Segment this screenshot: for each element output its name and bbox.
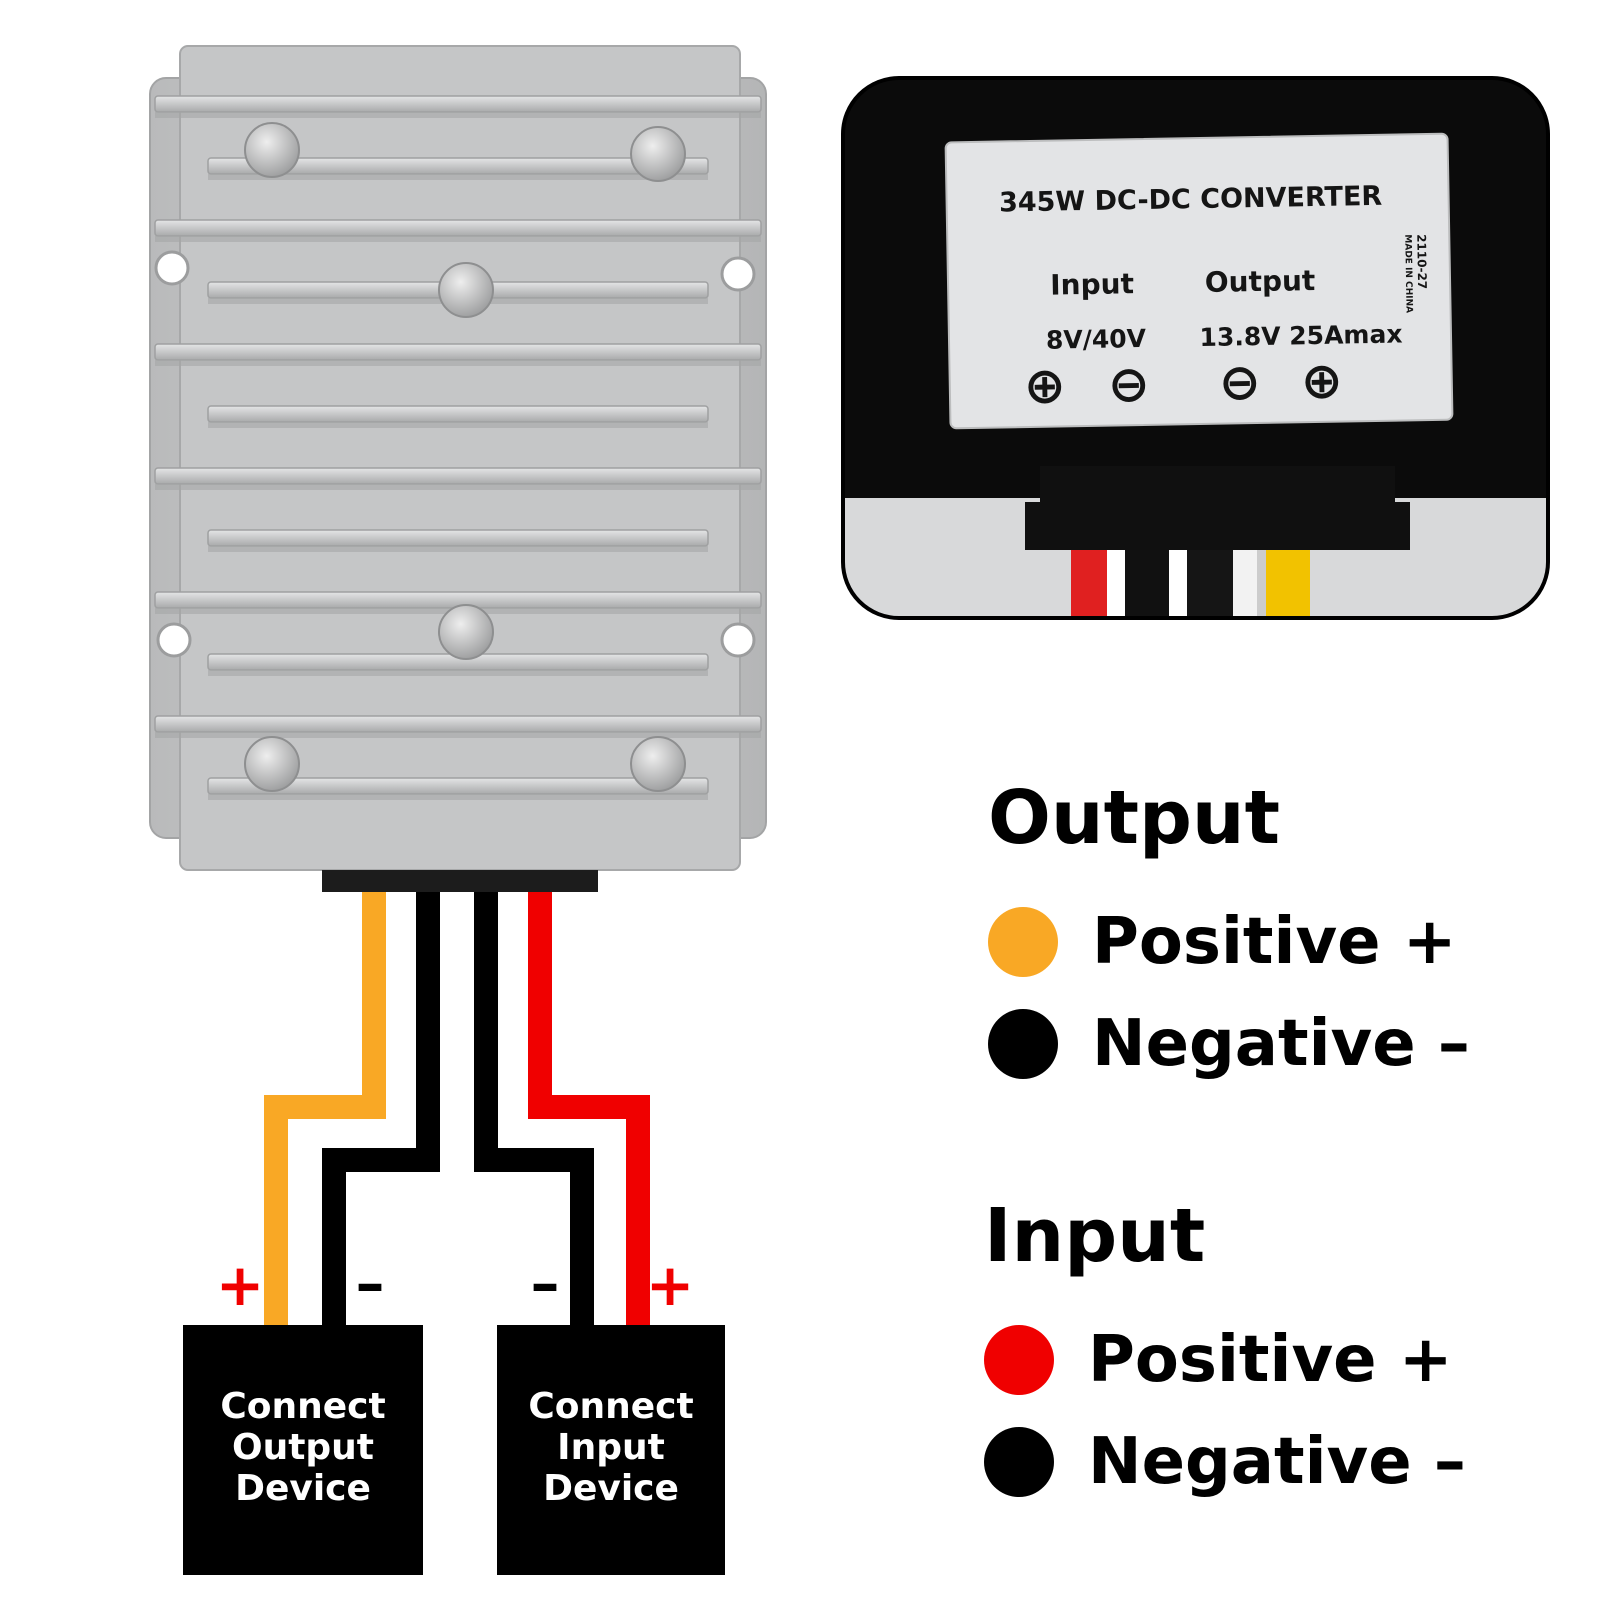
input-negative-dot: [984, 1427, 1054, 1497]
input-device-label: Connect Input Device: [497, 1386, 725, 1509]
output-legend-heading: Output: [988, 775, 1280, 861]
input-negative-row: Negative –: [984, 1422, 1466, 1502]
output-negative-row: Negative –: [988, 1004, 1470, 1084]
heatsink-fin: [207, 405, 709, 423]
heatsink-fins: [154, 95, 762, 800]
heatsink-fin: [207, 529, 709, 547]
input-plus-mark: +: [646, 1251, 695, 1319]
heatsink-fin-shadow: [208, 174, 708, 180]
label-terminal-symbol-4: ⊕: [1300, 352, 1343, 411]
label-terminal-symbol-3: ⊖: [1218, 353, 1261, 412]
product-label: [944, 132, 1454, 430]
label-output-spec: 13.8V 25Amax: [1199, 319, 1402, 352]
input-minus-mark: –: [531, 1249, 560, 1317]
output-legend: Output Positive + Negative –: [988, 778, 1470, 1084]
label-terminal-symbol-2: ⊖: [1107, 355, 1150, 414]
heatsink-fin: [154, 95, 762, 113]
output-negative-dot: [988, 1009, 1058, 1079]
output-minus-mark: –: [356, 1249, 385, 1317]
heatsink-fin-shadow: [208, 422, 708, 428]
housing-bolts: [244, 122, 686, 792]
heatsink-fin-shadow: [155, 112, 761, 118]
label-input-spec: 8V/40V: [1046, 324, 1147, 355]
input-positive-dot: [984, 1325, 1054, 1395]
input-negative-label: Negative –: [1088, 1425, 1466, 1499]
output-positive-dot: [988, 907, 1058, 977]
label-terminal-symbol-1: ⊕: [1023, 356, 1066, 415]
input-device-box: [497, 1325, 725, 1575]
label-output-heading: Output: [1205, 264, 1316, 299]
wires: [258, 892, 656, 1330]
heatsink-fin: [154, 343, 762, 361]
heatsink-fin: [154, 467, 762, 485]
heatsink-fin-shadow: [155, 236, 761, 242]
heatsink-fin: [154, 219, 762, 237]
heatsink-fin-shadow: [155, 360, 761, 366]
label-side-origin: MADE IN CHINA: [1402, 234, 1413, 313]
heatsink-fin: [154, 715, 762, 733]
label-input-heading: Input: [1050, 267, 1134, 301]
label-side-code: 2110-27: [1414, 234, 1429, 289]
output-positive-label: Positive +: [1092, 905, 1457, 979]
output-device-box: [183, 1325, 423, 1575]
input-legend: Input Positive + Negative –: [984, 1196, 1466, 1502]
input-positive-label: Positive +: [1088, 1323, 1453, 1397]
input-device-line-1: Connect: [528, 1386, 694, 1427]
output-device-line-2: Output: [231, 1427, 375, 1468]
label-title: 345W DC-DC CONVERTER: [999, 181, 1383, 219]
output-positive-row: Positive +: [988, 902, 1470, 982]
output-device-label: Connect Output Device: [183, 1386, 423, 1509]
cable-grommet: [322, 870, 598, 892]
input-device-line-2: Input: [557, 1427, 665, 1468]
output-plus-mark: +: [216, 1251, 265, 1319]
label-closeup: 345W DC-DC CONVERTER Input Output 8V/40V…: [841, 76, 1550, 620]
heatsink-fin-shadow: [208, 794, 708, 800]
output-negative-label: Negative –: [1092, 1007, 1470, 1081]
converter-housing: [149, 45, 767, 892]
heatsink-fin-shadow: [155, 484, 761, 490]
heatsink-fin-shadow: [208, 670, 708, 676]
output-device-line-3: Device: [235, 1468, 371, 1509]
heatsink-fin-shadow: [208, 546, 708, 552]
output-device-line-1: Connect: [220, 1386, 386, 1427]
heatsink-fin-shadow: [155, 732, 761, 738]
input-positive-row: Positive +: [984, 1320, 1466, 1400]
input-device-line-3: Device: [543, 1468, 679, 1509]
input-legend-heading: Input: [984, 1193, 1206, 1279]
mounting-holes: [154, 250, 756, 658]
